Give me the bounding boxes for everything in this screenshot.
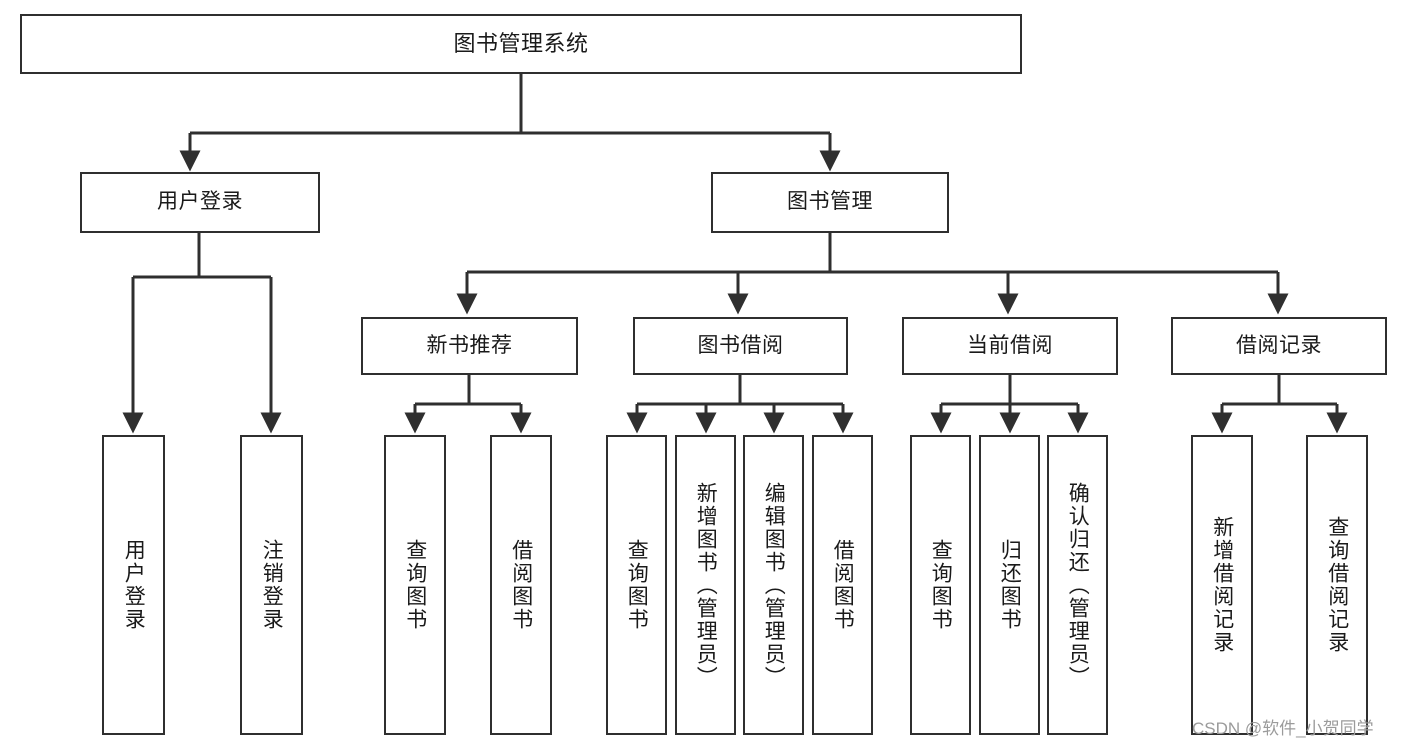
node-leaf-add-record-label: 新增借阅记录 xyxy=(1210,516,1234,654)
node-book-manage[interactable]: 图书管理 xyxy=(711,172,949,233)
node-leaf-query-book-3[interactable]: 查询图书 xyxy=(910,435,971,735)
node-leaf-logout[interactable]: 注销登录 xyxy=(240,435,303,735)
node-leaf-borrow-book-1[interactable]: 借阅图书 xyxy=(490,435,552,735)
node-borrow-record[interactable]: 借阅记录 xyxy=(1171,317,1387,375)
node-leaf-user-login-label: 用户登录 xyxy=(122,539,146,631)
node-book-borrow-label: 图书借阅 xyxy=(697,333,784,357)
node-leaf-edit-book-label: 编辑图书（管理员） xyxy=(762,481,786,689)
node-leaf-query-book-2[interactable]: 查询图书 xyxy=(606,435,667,735)
node-leaf-query-book-2-label: 查询图书 xyxy=(625,539,649,631)
node-book-borrow[interactable]: 图书借阅 xyxy=(633,317,848,375)
node-leaf-query-record[interactable]: 查询借阅记录 xyxy=(1306,435,1368,735)
node-leaf-return-book[interactable]: 归还图书 xyxy=(979,435,1040,735)
node-root-label: 图书管理系统 xyxy=(453,31,589,57)
node-leaf-query-book-1[interactable]: 查询图书 xyxy=(384,435,446,735)
node-new-book-recommend[interactable]: 新书推荐 xyxy=(361,317,578,375)
node-leaf-query-book-3-label: 查询图书 xyxy=(929,539,953,631)
node-book-manage-label: 图书管理 xyxy=(787,190,873,214)
node-new-book-recommend-label: 新书推荐 xyxy=(426,333,513,357)
node-leaf-confirm-return[interactable]: 确认归还（管理员） xyxy=(1047,435,1108,735)
node-leaf-add-book[interactable]: 新增图书（管理员） xyxy=(675,435,736,735)
node-leaf-user-login[interactable]: 用户登录 xyxy=(102,435,165,735)
node-leaf-query-record-label: 查询借阅记录 xyxy=(1325,516,1349,654)
node-leaf-borrow-book-1-label: 借阅图书 xyxy=(509,539,533,631)
node-leaf-edit-book[interactable]: 编辑图书（管理员） xyxy=(743,435,804,735)
node-leaf-return-book-label: 归还图书 xyxy=(998,539,1022,631)
node-user-login[interactable]: 用户登录 xyxy=(80,172,320,233)
node-leaf-logout-label: 注销登录 xyxy=(260,539,284,631)
node-leaf-borrow-book-2[interactable]: 借阅图书 xyxy=(812,435,873,735)
node-leaf-confirm-return-label: 确认归还（管理员） xyxy=(1066,481,1090,689)
node-leaf-borrow-book-2-label: 借阅图书 xyxy=(831,539,855,631)
node-root[interactable]: 图书管理系统 xyxy=(20,14,1022,74)
node-leaf-add-book-label: 新增图书（管理员） xyxy=(694,481,718,689)
node-leaf-add-record[interactable]: 新增借阅记录 xyxy=(1191,435,1253,735)
node-current-borrow-label: 当前借阅 xyxy=(967,333,1053,357)
node-current-borrow[interactable]: 当前借阅 xyxy=(902,317,1118,375)
node-borrow-record-label: 借阅记录 xyxy=(1236,333,1322,357)
node-user-login-label: 用户登录 xyxy=(157,190,243,214)
node-leaf-query-book-1-label: 查询图书 xyxy=(403,539,427,631)
